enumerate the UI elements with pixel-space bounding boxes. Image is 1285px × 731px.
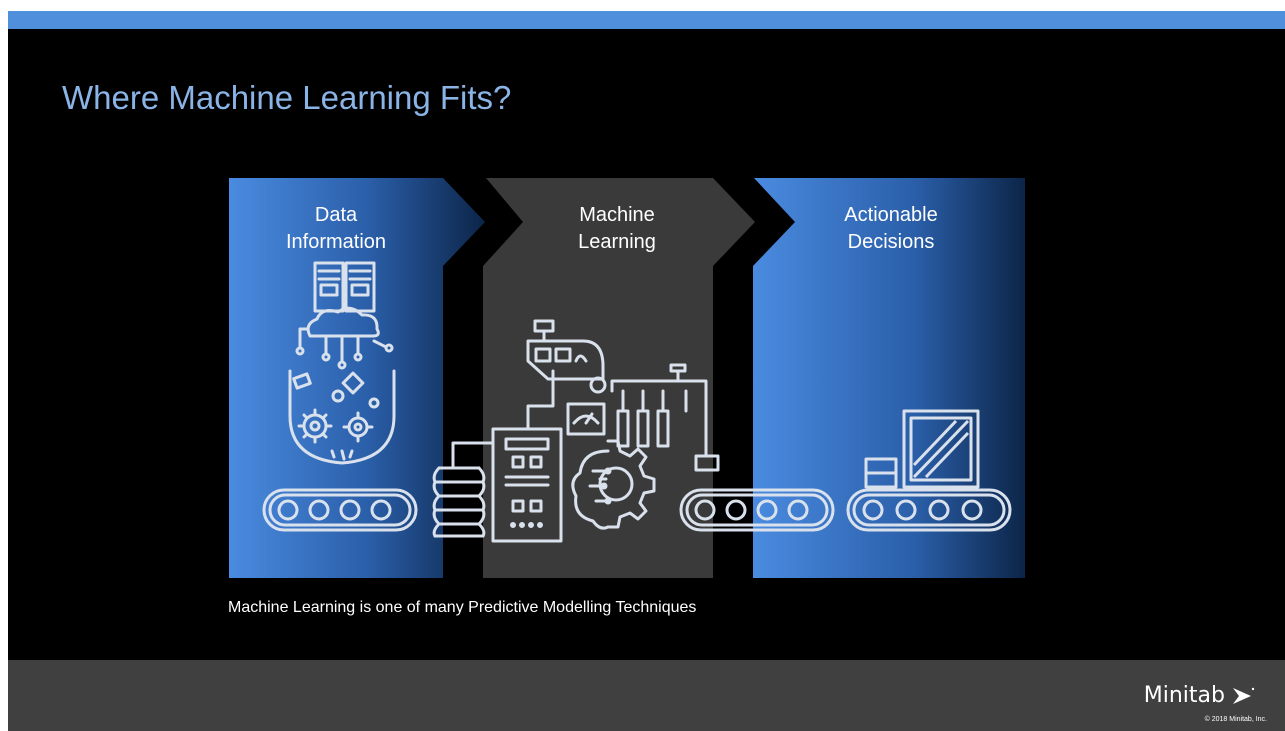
stage-label-line: Learning [578, 231, 656, 253]
conveyor-belt-icon [679, 488, 835, 532]
stage-machine-learning-panel [483, 178, 755, 578]
slide-caption: Machine Learning is one of many Predicti… [228, 599, 697, 616]
minitab-brand: Minitab [1144, 683, 1255, 708]
stage-label-machine-learning: Machine Learning [517, 202, 717, 256]
conveyor-belt-icon [262, 488, 418, 532]
stage-label-data-information: Data Information [236, 202, 436, 256]
crate-on-conveyor-icon [864, 409, 980, 489]
slide-title: Where Machine Learning Fits? [62, 79, 512, 116]
stage-label-line: Data [314, 204, 358, 226]
minitab-sigma-logo-icon [1233, 687, 1255, 704]
top-accent-bar [8, 11, 1285, 29]
footer-bar: Minitab © 2018 Minitab, Inc. [8, 660, 1285, 731]
copyright-text: © 2018 Minitab, Inc. [1204, 716, 1267, 723]
stage-label-actionable-decisions: Actionable Decisions [791, 202, 991, 256]
data-cloud-processing-icon [288, 261, 396, 465]
machine-brain-gear-icon [432, 319, 720, 543]
process-diagram [229, 178, 1025, 578]
stage-label-line: Machine [579, 204, 655, 226]
brand-name: Minitab [1143, 683, 1225, 708]
slide: Where Machine Learning Fits? [8, 11, 1285, 731]
stage-actionable-decisions-panel [753, 178, 1025, 578]
stage-label-line: Actionable [844, 204, 938, 226]
conveyor-belt-icon [846, 488, 1012, 532]
stage-label-line: Information [285, 231, 387, 253]
stage-label-line: Decisions [847, 231, 935, 253]
